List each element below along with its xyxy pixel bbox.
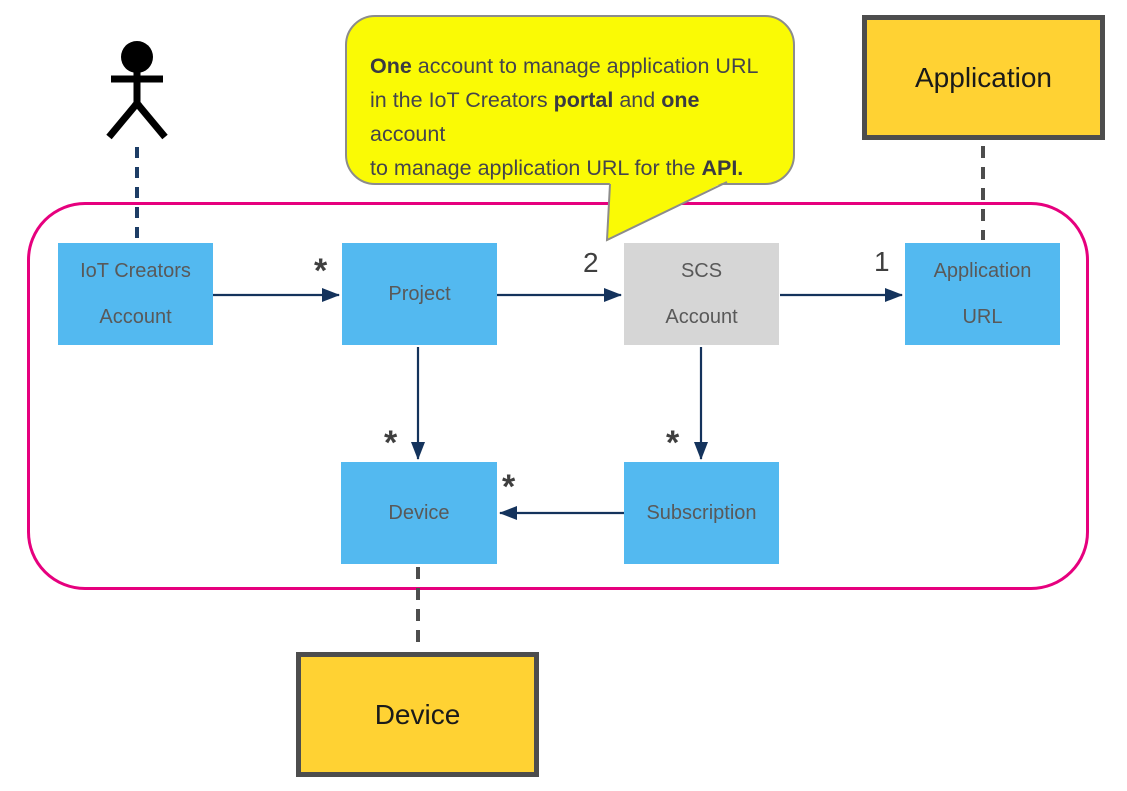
entity-label: Account [99,306,172,328]
entity-device: Device [341,462,497,564]
entity-label: URL [962,306,1003,328]
entity-application-url: Application URL [905,243,1060,345]
multiplicity-iot-project: * [314,252,328,290]
device-external-label: Device [374,698,461,730]
entity-label: SCS [680,260,723,282]
entity-label: Project [388,283,451,305]
entity-label: IoT Creators [80,260,191,282]
entity-label: Subscription [646,502,757,524]
multiplicity-scs-subscription: * [666,424,680,462]
entity-project: Project [342,243,497,345]
multiplicity-project-scs: 2 [583,247,599,278]
entity-subscription: Subscription [624,462,779,564]
entity-label: Account [665,306,738,328]
user-actor-icon [106,41,168,140]
multiplicity-subscription-device: * [502,468,516,506]
application-external-box: Application [862,15,1105,140]
multiplicity-scs-appurl: 1 [874,246,890,277]
entity-label: Device [388,502,450,524]
entity-iot-creators-account: IoT Creators Account [58,243,213,345]
application-external-label: Application [915,61,1052,93]
system-boundary [27,202,1089,590]
device-external-box: Device [296,652,539,777]
multiplicity-project-device: * [384,424,398,462]
entity-scs-account: SCS Account [624,243,779,345]
entity-label: Application [933,260,1032,282]
